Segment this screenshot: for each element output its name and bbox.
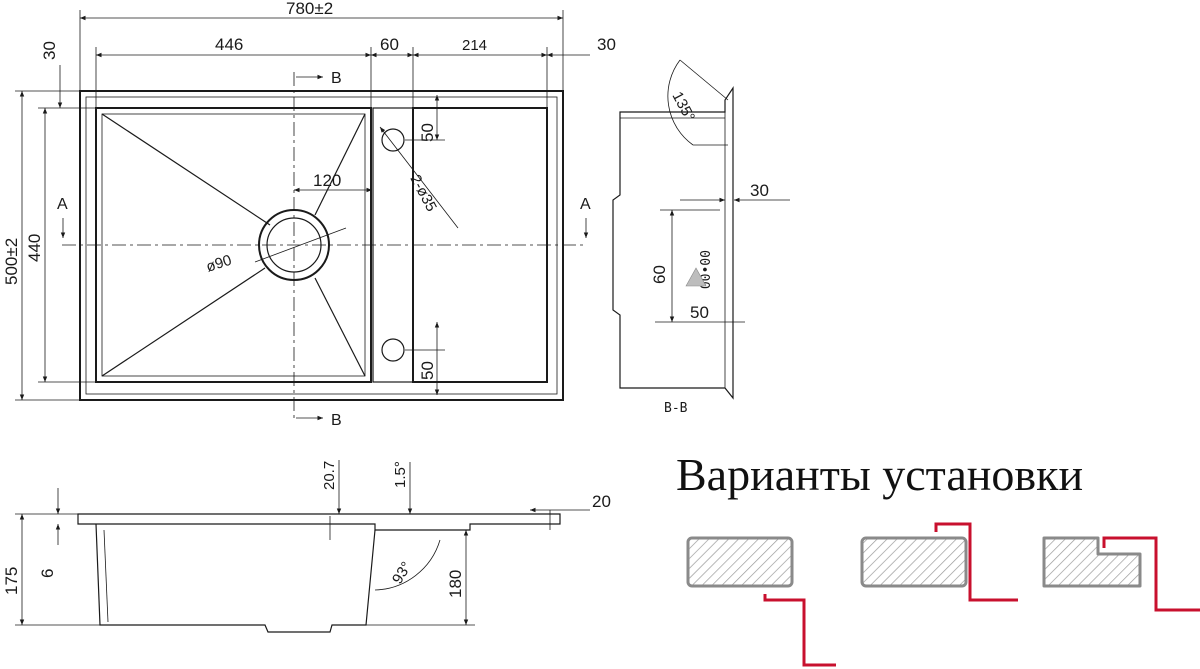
section-a-left: A (57, 196, 68, 213)
left-margin-label: 30 (40, 41, 59, 60)
installation-options: Варианты установки (676, 449, 1200, 667)
top-view: ø90 2-ø35 A A B B 120 780±2 446 60 (2, 0, 616, 429)
bowl-fold-line (101, 113, 271, 226)
overall-width-label: 780±2 (286, 0, 333, 18)
holes-leader (379, 126, 459, 229)
sink-rim-inner-line (85, 96, 558, 395)
section-b-top: B (331, 70, 342, 87)
tap-hole-top (381, 128, 405, 152)
drain-diameter-label: ø90 (204, 252, 234, 276)
section-bb-outline (612, 86, 734, 400)
holes-label: 2-ø35 (406, 172, 439, 215)
option-3-sink-profile (1102, 536, 1200, 612)
section-b-bottom: B (331, 412, 342, 429)
wall-angle-label: 93° (389, 559, 415, 587)
overflow-offset-label: 50 (690, 303, 709, 322)
rim-offset-label: 20 (592, 492, 611, 511)
side-wall-inner (103, 529, 109, 623)
depth-total-label: 175 (2, 567, 21, 595)
section-a-right: A (580, 196, 591, 213)
sink-outer-rim (79, 90, 564, 401)
overflow-height-label: 60 (650, 265, 669, 284)
side-view-bowl (95, 523, 376, 633)
angle-label: 135° (668, 89, 698, 124)
lip-height-label: 20.7 (321, 461, 338, 490)
section-bb-label: B-B (664, 401, 688, 416)
divider-width-label: 60 (380, 35, 399, 54)
section-bb-view: 135° 30 00•00 60 50 B-B (612, 59, 790, 416)
bowl-fold-line (314, 113, 366, 216)
warning-triangle-icon (685, 267, 707, 287)
drain-offset-label: 120 (313, 171, 341, 190)
flange-thickness-label: 6 (38, 569, 57, 578)
bowl-fold-line (314, 277, 366, 377)
tap-hole-bottom (381, 338, 405, 362)
drainboard-width-label: 214 (462, 37, 487, 54)
wall-angle-arc (374, 539, 441, 591)
right-margin-label: 30 (597, 35, 616, 54)
option-1-sink-profile (763, 594, 836, 667)
side-view-rim (77, 513, 561, 531)
depth-label: 180 (446, 570, 465, 598)
inner-height-label: 440 (25, 234, 44, 262)
hole-offset-top-label: 50 (418, 123, 437, 142)
bowl-width-label: 446 (215, 35, 243, 54)
hole-offset-bottom-label: 50 (418, 361, 437, 380)
option-2-sink-profile (934, 522, 1018, 602)
angle-arc (667, 59, 694, 146)
option-1-slab (686, 536, 794, 588)
flange-label: 30 (750, 181, 769, 200)
bowl-fold-line (101, 267, 266, 377)
option-2-slab (860, 536, 968, 588)
slope-label: 1.5° (392, 461, 409, 488)
overall-height-label: 500±2 (2, 238, 21, 285)
side-view: 175 6 20.7 1.5° 93° 180 20 (2, 460, 611, 633)
installation-title: Варианты установки (676, 449, 1083, 500)
angle-leader (679, 59, 729, 101)
option-3-slab (1042, 536, 1142, 588)
